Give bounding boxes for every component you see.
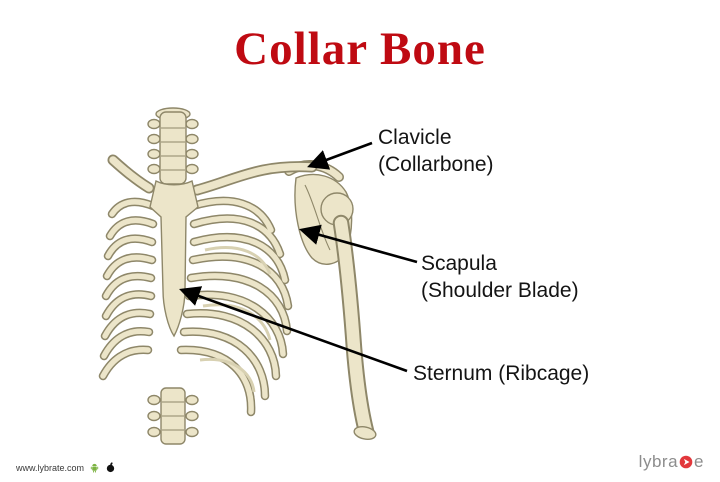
arrow-in-circle-icon	[679, 455, 693, 469]
lumbar-spine	[147, 387, 199, 445]
ribcage	[98, 196, 293, 417]
label-scapula-line2: (Shoulder Blade)	[421, 279, 579, 302]
clavicle-arrow	[307, 141, 373, 170]
scapula-arrow	[298, 224, 418, 264]
lybrate-logo: lybra e	[639, 452, 704, 472]
label-clavicle-line2: (Collarbone)	[378, 153, 494, 176]
footer-left: www.lybrate.com	[16, 462, 116, 473]
humerus-bone	[332, 214, 377, 440]
label-scapula-line1: Scapula	[421, 252, 497, 275]
android-icon	[90, 463, 99, 473]
sternum-bone	[149, 179, 199, 338]
brand-text-prefix: lybra	[638, 452, 679, 471]
cervical-spine	[147, 107, 199, 185]
label-scapula: Scapula (Shoulder Blade)	[421, 250, 579, 304]
label-sternum-line1: Sternum (Ribcage)	[413, 362, 590, 385]
sternum-arrow	[179, 286, 408, 373]
label-clavicle-line1: Clavicle	[378, 126, 452, 149]
brand-text-suffix: e	[694, 452, 704, 471]
label-sternum: Sternum (Ribcage)	[413, 360, 589, 387]
website-watermark: www.lybrate.com	[16, 462, 85, 473]
label-clavicle: Clavicle (Collarbone)	[378, 124, 494, 178]
page-title: Collar Bone	[234, 23, 486, 75]
apple-icon	[106, 462, 115, 473]
clavicle-bone	[107, 154, 318, 196]
pointer-arrows	[179, 141, 418, 373]
